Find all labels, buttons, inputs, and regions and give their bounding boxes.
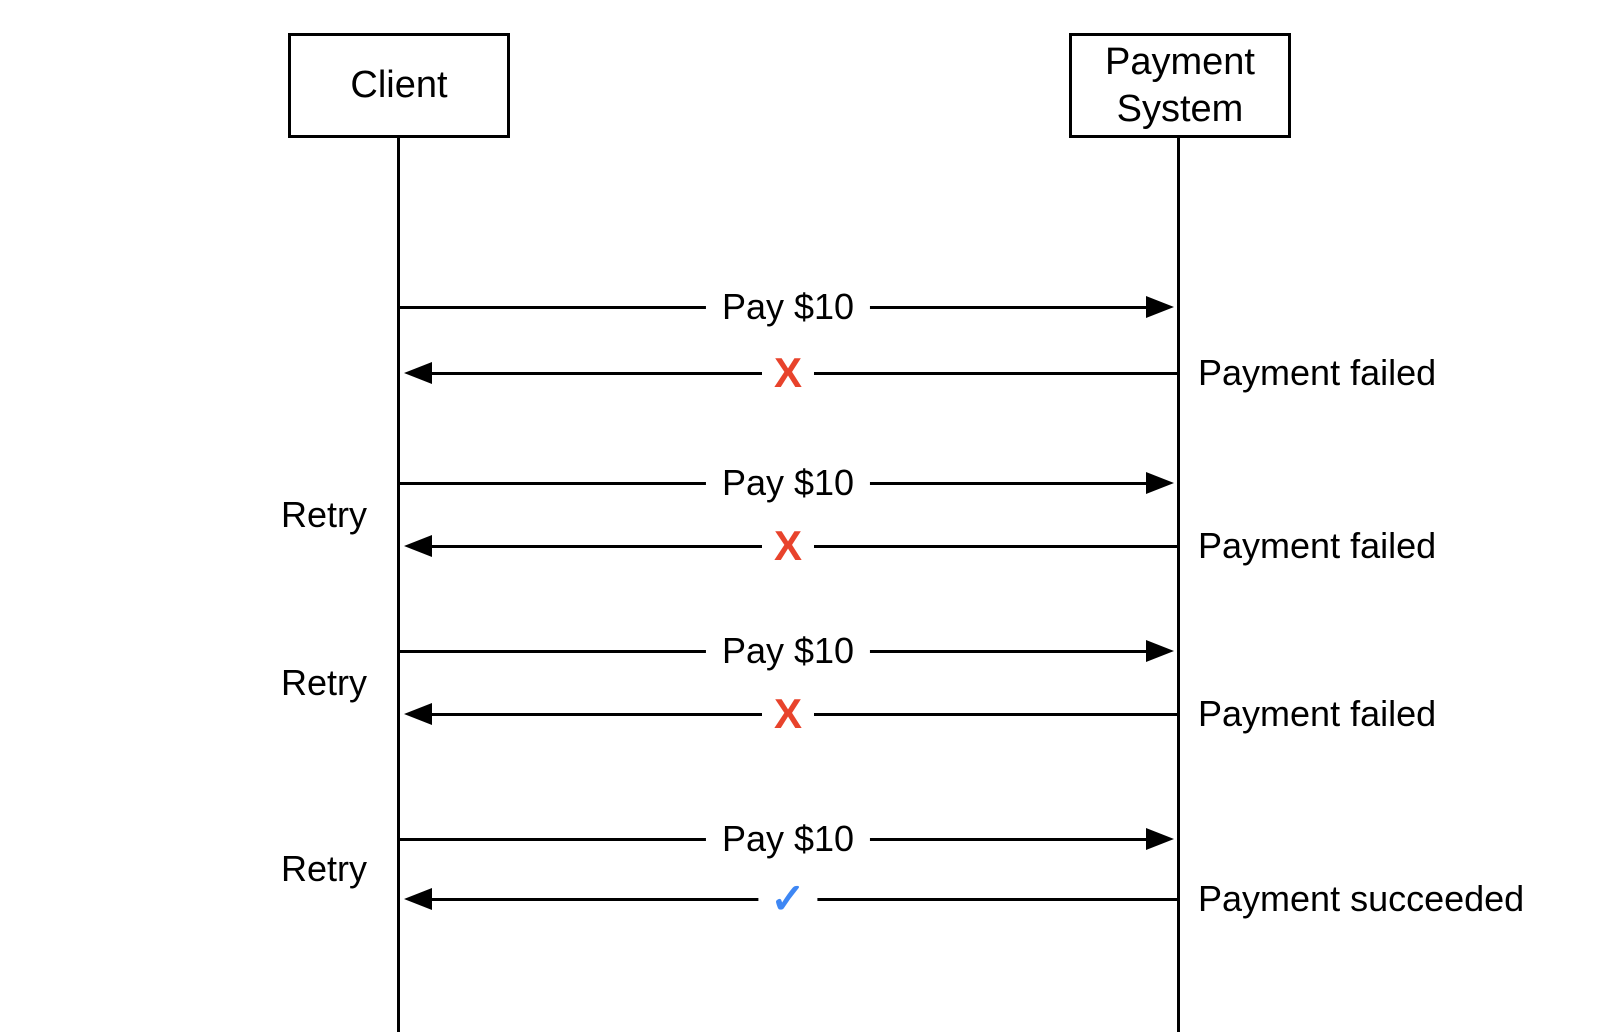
request-message-label: Pay $10 <box>705 462 871 504</box>
arrow-right-icon <box>1146 828 1174 850</box>
arrow-right-icon <box>1146 472 1174 494</box>
retry-annotation: Retry <box>280 848 367 889</box>
arrow-right-icon <box>1146 296 1174 318</box>
actor-client-box: Client <box>288 33 510 138</box>
x-mark-icon: X <box>761 693 815 735</box>
arrow-left-icon <box>404 535 432 557</box>
arrow-left-icon <box>404 362 432 384</box>
response-note: Payment failed <box>1198 352 1437 393</box>
actor-payment-system-box: Payment System <box>1069 33 1291 138</box>
arrow-left-icon <box>404 888 432 910</box>
x-mark-icon: X <box>761 352 815 394</box>
payment-system-lifeline <box>1177 138 1180 1032</box>
actor-client-label: Client <box>350 64 448 107</box>
retry-annotation: Retry <box>280 494 367 535</box>
response-note: Payment succeeded <box>1198 878 1525 919</box>
check-mark-icon: ✓ <box>758 878 818 920</box>
response-note: Payment failed <box>1198 693 1437 734</box>
request-message-label: Pay $10 <box>705 818 871 860</box>
client-lifeline <box>397 138 400 1032</box>
arrow-right-icon <box>1146 640 1174 662</box>
response-note: Payment failed <box>1198 525 1437 566</box>
actor-payment-system-label: Payment System <box>1105 41 1255 130</box>
x-mark-icon: X <box>761 525 815 567</box>
request-message-label: Pay $10 <box>705 286 871 328</box>
retry-annotation: Retry <box>280 662 367 703</box>
arrow-left-icon <box>404 703 432 725</box>
request-message-label: Pay $10 <box>705 630 871 672</box>
